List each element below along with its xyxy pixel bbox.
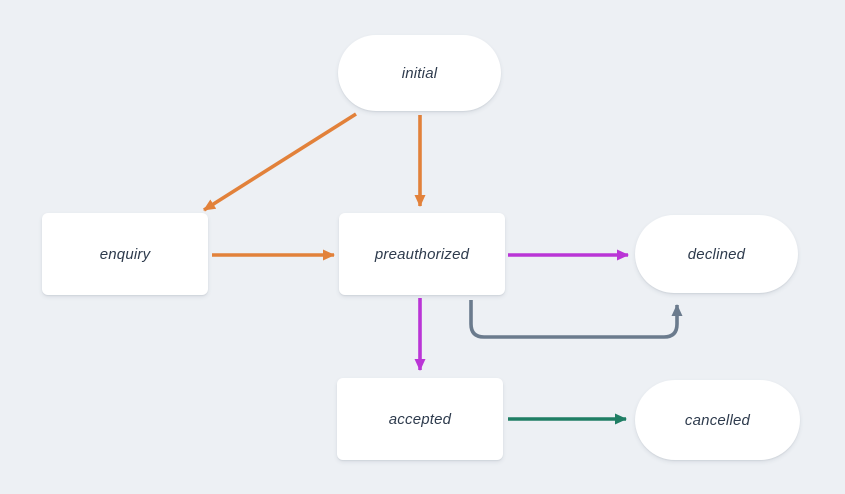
node-initial-label: initial xyxy=(401,64,438,82)
node-cancelled-label: cancelled xyxy=(684,411,751,429)
node-enquiry: enquiry xyxy=(42,213,208,295)
edge-initial-to-enquiry xyxy=(203,112,357,212)
node-enquiry-label: enquiry xyxy=(99,245,151,263)
node-declined-label: declined xyxy=(687,245,746,263)
edge-preauthorized-to-declined-loop xyxy=(469,300,683,339)
node-accepted: accepted xyxy=(337,378,503,460)
node-declined: declined xyxy=(635,215,798,293)
node-preauthorized-label: preauthorized xyxy=(374,245,470,263)
node-preauthorized: preauthorized xyxy=(339,213,505,295)
node-accepted-label: accepted xyxy=(388,410,452,428)
node-cancelled: cancelled xyxy=(635,380,800,460)
node-initial: initial xyxy=(338,35,501,111)
